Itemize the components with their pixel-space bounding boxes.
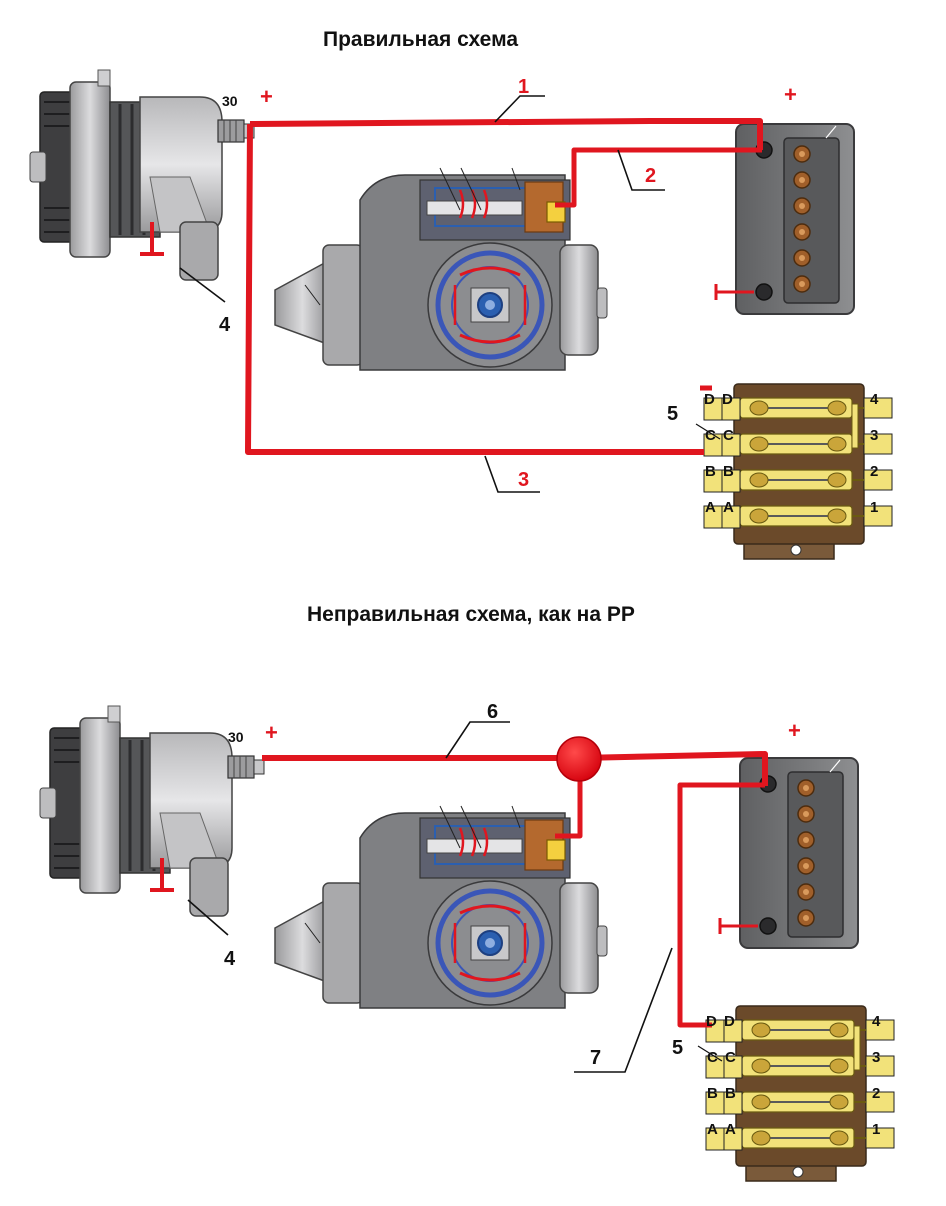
wire-7 (677, 782, 765, 1028)
svg-text:4: 4 (872, 1013, 881, 1030)
svg-text:3: 3 (872, 1049, 880, 1066)
label-4-bottom: 4 (224, 948, 236, 970)
svg-text:A: A (705, 499, 716, 516)
svg-text:C: C (705, 427, 716, 444)
bottom-diagram: 30 + + 6 7 4 5 D D C C B B A A 4 3 2 1 (38, 701, 895, 1182)
terminal-30-label-bottom: 30 (228, 729, 244, 745)
svg-text:4: 4 (870, 391, 879, 408)
svg-text:B: B (707, 1085, 718, 1102)
svg-text:C: C (707, 1049, 718, 1066)
bottom-title: Неправильная схема, как на РР (307, 603, 635, 626)
label-1: 1 (518, 76, 529, 98)
top-diagram: 30 + + 1 2 3 4 5 D D C C B B A A 4 3 2 1 (28, 68, 893, 560)
label-7: 7 (590, 1047, 601, 1069)
svg-text:1: 1 (870, 499, 878, 516)
svg-text:D: D (724, 1013, 735, 1030)
fuse-letters-top: D D C C B B A A 4 3 2 1 (704, 391, 879, 516)
svg-text:3: 3 (870, 427, 878, 444)
junction-ball (556, 736, 602, 782)
alternator-top (28, 68, 256, 282)
label-3: 3 (518, 469, 529, 491)
starter-top (275, 168, 607, 370)
terminal-30-label-top: 30 (222, 93, 238, 109)
wire-1 (249, 118, 763, 150)
wire-2 (555, 147, 762, 208)
plus-label-alternator-bottom: + (265, 720, 278, 745)
fuse-letters-bottom: D D C C B B A A 4 3 2 1 (706, 1013, 881, 1138)
label-6: 6 (487, 701, 498, 723)
wire-starter-bottom (555, 758, 583, 839)
svg-text:A: A (725, 1121, 736, 1138)
label-4-top: 4 (219, 314, 231, 336)
label-5-top: 5 (667, 403, 678, 425)
plus-label-alternator-top: + (260, 84, 273, 109)
svg-text:2: 2 (870, 463, 878, 480)
svg-text:B: B (705, 463, 716, 480)
svg-text:B: B (725, 1085, 736, 1102)
label-2: 2 (645, 165, 656, 187)
top-title: Правильная схема (323, 28, 519, 51)
svg-text:D: D (704, 391, 715, 408)
wire-6 (262, 751, 768, 786)
svg-text:D: D (722, 391, 733, 408)
plus-label-battery-bottom: + (788, 718, 801, 743)
svg-text:D: D (706, 1013, 717, 1030)
svg-text:B: B (723, 463, 734, 480)
svg-text:C: C (723, 427, 734, 444)
svg-text:1: 1 (872, 1121, 880, 1138)
svg-text:2: 2 (872, 1085, 880, 1102)
svg-text:C: C (725, 1049, 736, 1066)
svg-text:A: A (707, 1121, 718, 1138)
plus-label-battery-top: + (784, 82, 797, 107)
wire-3 (245, 123, 704, 455)
svg-text:A: A (723, 499, 734, 516)
label-5-bottom: 5 (672, 1037, 683, 1059)
